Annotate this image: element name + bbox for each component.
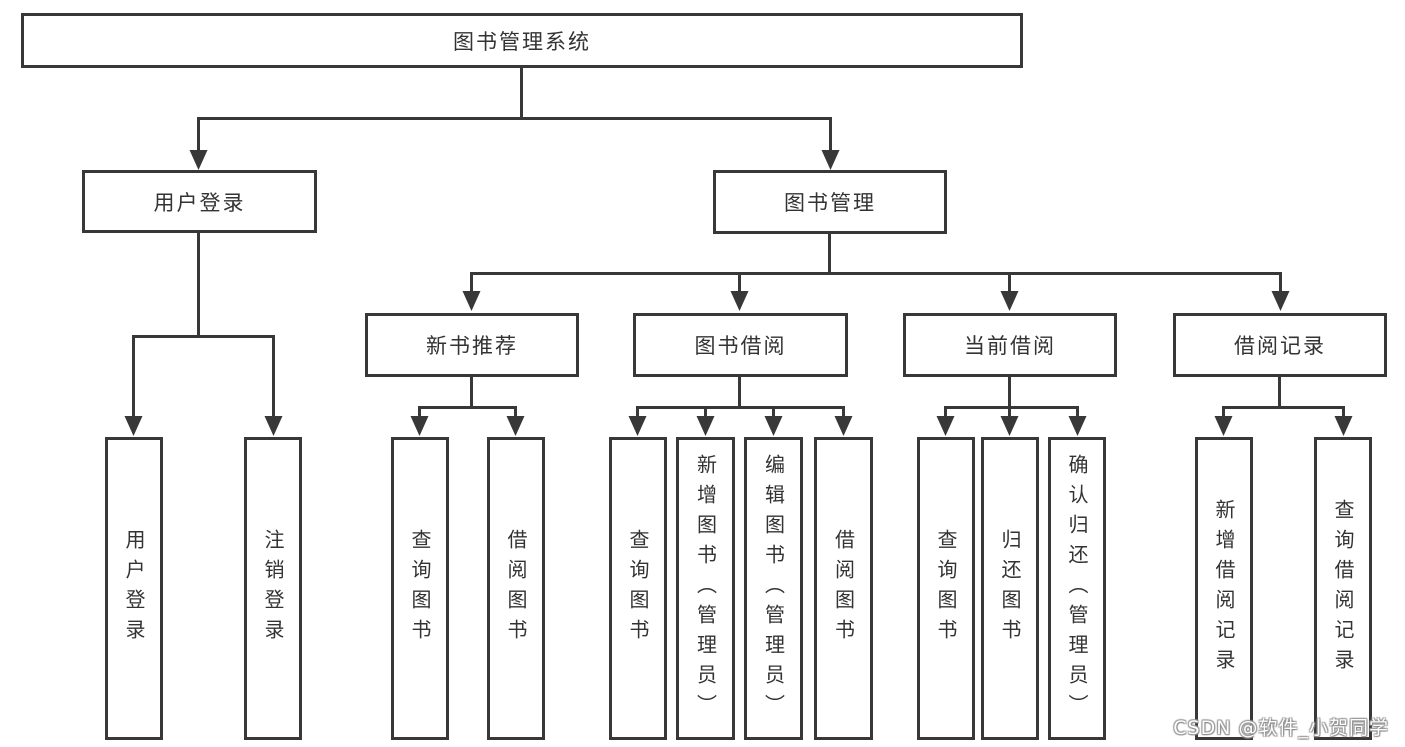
leaf-add-borrow-record: 新增借阅记录	[1195, 437, 1253, 740]
leaf-logout: 注销登录	[244, 437, 302, 740]
csdn-watermark: CSDN @软件_小贺同学	[1173, 717, 1389, 739]
node-label: 图书管理系统	[453, 29, 591, 54]
node-label: 图书借阅	[694, 334, 787, 358]
leaf-borrow-books-recommend: 借阅图书	[487, 437, 545, 740]
leaf-confirm-return-admin: 确认归还（管理员）	[1048, 437, 1106, 740]
node-label: 查询图书	[934, 528, 958, 649]
node-label: 查询借阅记录	[1331, 498, 1355, 679]
leaf-user-login: 用户登录	[105, 437, 163, 740]
node-label: 注销登录	[261, 528, 285, 649]
leaf-add-books-admin: 新增图书（管理员）	[676, 437, 735, 740]
leaf-query-borrow-record: 查询借阅记录	[1314, 437, 1372, 740]
leaf-return-books: 归还图书	[981, 437, 1039, 740]
node-label: 查询图书	[626, 528, 650, 649]
leaf-query-books-recommend: 查询图书	[391, 437, 449, 740]
node-label: 查询图书	[408, 528, 432, 649]
node-borrow-records: 借阅记录	[1173, 313, 1387, 377]
node-label: 新增借阅记录	[1212, 498, 1236, 679]
leaf-query-books-current: 查询图书	[917, 437, 975, 740]
leaf-borrow-books: 借阅图书	[814, 437, 873, 740]
node-label: 图书管理	[784, 191, 876, 215]
leaf-query-books-borrow: 查询图书	[609, 437, 667, 740]
node-label: 用户登录	[122, 528, 146, 649]
node-label: 归还图书	[998, 528, 1022, 649]
leaf-edit-books-admin: 编辑图书（管理员）	[744, 437, 803, 740]
node-current-borrow: 当前借阅	[903, 313, 1117, 377]
node-label: 新书推荐	[426, 334, 518, 358]
node-user-login-branch: 用户登录	[82, 170, 317, 233]
node-label: 借阅图书	[504, 528, 528, 649]
node-label: 编辑图书（管理员）	[761, 453, 786, 724]
node-new-book-recommend: 新书推荐	[365, 313, 579, 377]
node-book-borrow: 图书借阅	[633, 313, 848, 377]
node-label: 当前借阅	[964, 334, 1056, 358]
node-label: 用户登录	[153, 190, 246, 215]
node-library-system: 图书管理系统	[21, 13, 1023, 68]
node-label: 新增图书（管理员）	[693, 453, 718, 724]
node-book-management: 图书管理	[713, 170, 947, 234]
node-label: 确认归还（管理员）	[1065, 453, 1089, 724]
node-label: 借阅记录	[1234, 334, 1326, 358]
node-label: 借阅图书	[831, 528, 856, 649]
